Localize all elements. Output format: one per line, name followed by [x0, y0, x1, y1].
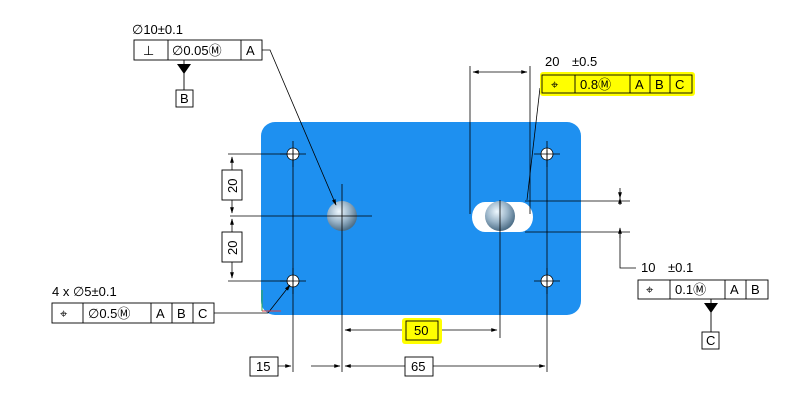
datum-ref-a: A	[730, 282, 739, 297]
dimension-tolerance: ±0.1	[668, 260, 693, 275]
dimension-tolerance: ±0.5	[572, 54, 597, 69]
dim-left: 15	[249, 356, 279, 377]
dim-bottom: 65	[404, 356, 434, 377]
datum-triangle-icon	[177, 64, 191, 74]
datum-ref-a: A	[156, 306, 165, 321]
size-label-left: 4 x ∅5±0.1	[52, 284, 117, 299]
datum-ref: A	[246, 43, 255, 58]
dim-value: 65	[411, 359, 425, 374]
callout-top-left: ∅10±0.1 ⊥ ∅0.05Ⓜ A B	[132, 22, 263, 108]
dim-v-bottom: 20	[221, 231, 243, 263]
tolerance-value: 0.1Ⓜ	[675, 282, 706, 297]
datum-label: B	[180, 91, 189, 106]
datum-ref-c: C	[675, 77, 684, 92]
tolerance-value: ∅0.05Ⓜ	[172, 43, 222, 58]
dim-value: 15	[256, 359, 270, 374]
plate	[261, 122, 581, 315]
tolerance-value: 0.8Ⓜ	[580, 77, 611, 92]
datum-triangle-icon	[704, 303, 718, 313]
dim-value: 50	[414, 323, 428, 338]
size-label-top-left: ∅10±0.1	[132, 22, 183, 37]
dimension-value: 20	[545, 54, 559, 69]
datum-ref-b: B	[655, 77, 664, 92]
dim-center: 50	[402, 318, 442, 344]
centerlines	[228, 66, 630, 372]
dim-value: 20	[225, 179, 240, 193]
callout-left: 4 x ∅5±0.1 ⌖ ∅0.5Ⓜ A B C	[51, 284, 215, 324]
datum-ref-b: B	[177, 306, 186, 321]
callout-top-right: 20 ±0.5 ⌖ 0.8Ⓜ A B C	[540, 54, 695, 96]
datum-label: C	[706, 333, 715, 348]
position-symbol: ⌖	[551, 77, 559, 92]
position-symbol: ⌖	[646, 282, 654, 297]
dimension-value: 10	[641, 260, 655, 275]
dim-value: 20	[225, 241, 240, 255]
perpendicularity-symbol: ⊥	[143, 43, 154, 58]
dim-v-top: 20	[221, 169, 243, 201]
datum-ref-a: A	[635, 77, 644, 92]
datum-ref-c: C	[198, 306, 207, 321]
callout-right: 10 ±0.1 ⌖ 0.1Ⓜ A B C	[637, 260, 769, 350]
axis-triad	[261, 290, 281, 312]
position-symbol: ⌖	[60, 306, 68, 321]
tolerance-value: ∅0.5Ⓜ	[88, 306, 130, 321]
datum-ref-b: B	[751, 282, 760, 297]
leader-lines	[214, 49, 636, 314]
